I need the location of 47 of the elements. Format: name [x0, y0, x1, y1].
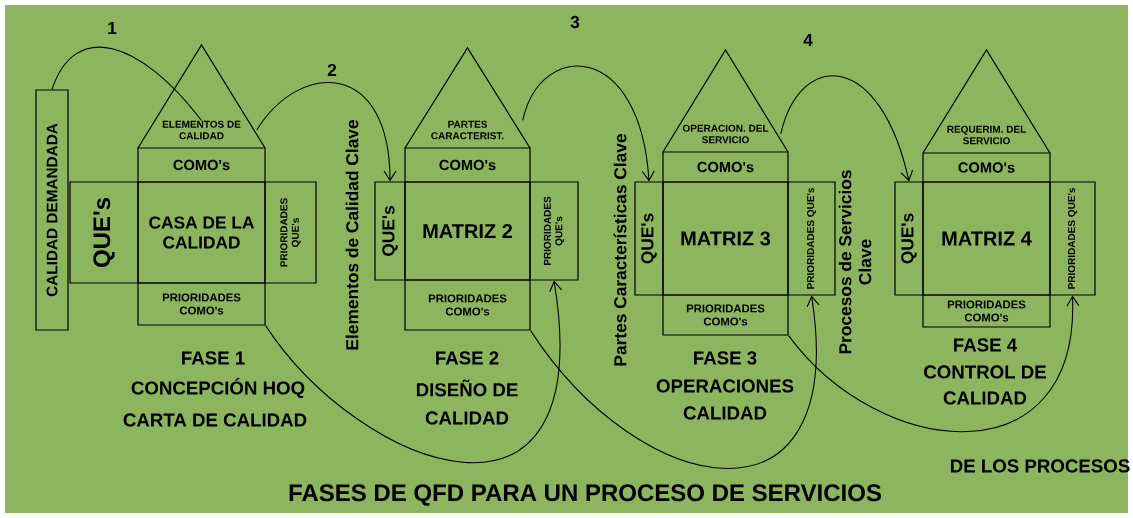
- phase-caption: CARTA DE CALIDAD: [123, 413, 307, 427]
- step-number: 3: [570, 15, 580, 29]
- rotated-label: Partes Características Clave: [613, 134, 627, 366]
- arrow: [522, 65, 655, 182]
- priority-box: PRIORIDADES QUE's: [1049, 181, 1096, 296]
- phase-caption: CONTROL DE: [924, 365, 1046, 379]
- row-header-box: QUE's: [69, 181, 139, 284]
- phase-caption: FASE 4: [954, 338, 1018, 352]
- priority-box: PRIORIDADES COMO's: [922, 294, 1051, 328]
- row-header-box: QUE's: [634, 181, 664, 296]
- phase-caption: CALIDAD: [425, 411, 509, 425]
- matrix-box: MATRIZ 2: [404, 181, 531, 281]
- arrow: [256, 82, 397, 182]
- phase-caption: OPERACIONES: [656, 379, 794, 393]
- step-number: 2: [327, 63, 337, 77]
- header-box: COMO's: [137, 147, 266, 183]
- row-header-box: QUE's: [894, 181, 924, 296]
- matrix-box: MATRIZ 3: [662, 181, 789, 296]
- header-box: COMO's: [404, 147, 531, 183]
- priority-box: PRIORIDADES COMO's: [662, 294, 789, 336]
- title: FASES DE QFD PARA UN PROCESO DE SERVICIOS: [289, 484, 881, 506]
- priority-box: PRIORIDADES QUE's: [787, 181, 836, 296]
- phase-caption: FASE 3: [694, 351, 757, 365]
- rotated-label: Procesos de Servicios Clave: [838, 170, 872, 354]
- step-number: 1: [108, 22, 117, 34]
- arrow: [788, 295, 1080, 433]
- phase-caption: CALIDAD: [943, 391, 1027, 405]
- matrix-box: MATRIZ 4: [922, 181, 1051, 296]
- header-box: COMO's: [922, 152, 1051, 183]
- phase-caption: CONCEPCIÓN HOQ: [131, 377, 305, 399]
- priority-box: PRIORIDADES QUE's: [529, 181, 579, 281]
- arrow: [530, 295, 820, 469]
- phase-caption: DISEÑO DE: [416, 379, 518, 397]
- arrow: [780, 75, 914, 182]
- matrix-box: CASA DE LA CALIDAD: [137, 181, 266, 284]
- phase-caption: FASE 2: [436, 351, 499, 365]
- step-number: 4: [803, 34, 813, 46]
- row-header-box: QUE's: [374, 181, 406, 281]
- phase-caption: FASE 1: [182, 351, 245, 365]
- phase-caption: CALIDAD: [683, 406, 767, 420]
- label-box: CALIDAD DEMANDADA: [35, 89, 69, 331]
- arrow: [265, 280, 563, 463]
- priority-box: PRIORIDADES QUE's: [264, 181, 317, 284]
- rotated-label: Elementos de Calidad Clave: [345, 120, 359, 350]
- priority-box: PRIORIDADES COMO's: [137, 282, 266, 326]
- priority-box: PRIORIDADES COMO's: [404, 279, 531, 331]
- header-box: COMO's: [662, 151, 789, 183]
